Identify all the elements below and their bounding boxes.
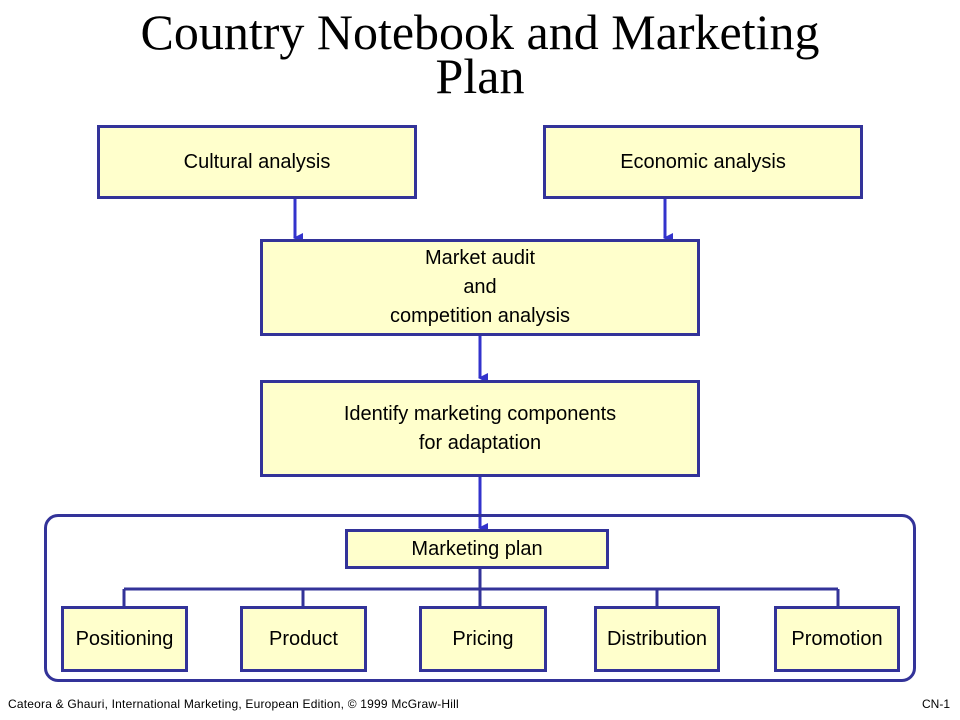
slide-id: CN-1 <box>921 697 950 711</box>
identify-components-box: Identify marketing components for adapta… <box>260 380 700 477</box>
economic-analysis-box: Economic analysis <box>543 125 863 199</box>
marketing-plan-label: Marketing plan <box>411 537 543 560</box>
citation-footer: Cateora & Ghauri, International Marketin… <box>8 697 459 711</box>
component-box-pricing: Pricing <box>419 606 547 672</box>
component-label-positioning: Positioning <box>75 627 174 650</box>
economic-analysis-label: Economic analysis <box>620 150 786 173</box>
component-label-promotion: Promotion <box>791 627 883 650</box>
identify-components-line-2: for adaptation <box>418 431 542 454</box>
market-audit-box: Market audit and competition analysis <box>260 239 700 336</box>
component-label-distribution: Distribution <box>606 627 708 650</box>
component-label-pricing: Pricing <box>452 627 514 650</box>
component-box-positioning: Positioning <box>61 606 188 672</box>
page-title: Country Notebook and Marketing Plan <box>0 0 960 104</box>
market-audit-line-2: and <box>463 276 497 298</box>
component-box-promotion: Promotion <box>774 606 900 672</box>
market-audit-label: Market audit and competition analysis <box>390 244 570 331</box>
market-audit-line-3: competition analysis <box>389 305 571 327</box>
cultural-analysis-box: Cultural analysis <box>97 125 417 199</box>
identify-components-label: Identify marketing components for adapta… <box>344 400 616 458</box>
component-box-distribution: Distribution <box>594 606 720 672</box>
marketing-plan-box: Marketing plan <box>345 529 609 569</box>
market-audit-line-1: Market audit <box>424 247 536 269</box>
page-title-line-1: Country Notebook and Marketing <box>140 4 820 60</box>
page-title-line-2: Plan <box>435 48 525 104</box>
identify-components-line-1: Identify marketing components <box>343 402 617 425</box>
component-label-product: Product <box>269 627 338 650</box>
marketing-plan-frame <box>44 514 916 682</box>
component-box-product: Product <box>240 606 367 672</box>
cultural-analysis-label: Cultural analysis <box>183 150 331 173</box>
